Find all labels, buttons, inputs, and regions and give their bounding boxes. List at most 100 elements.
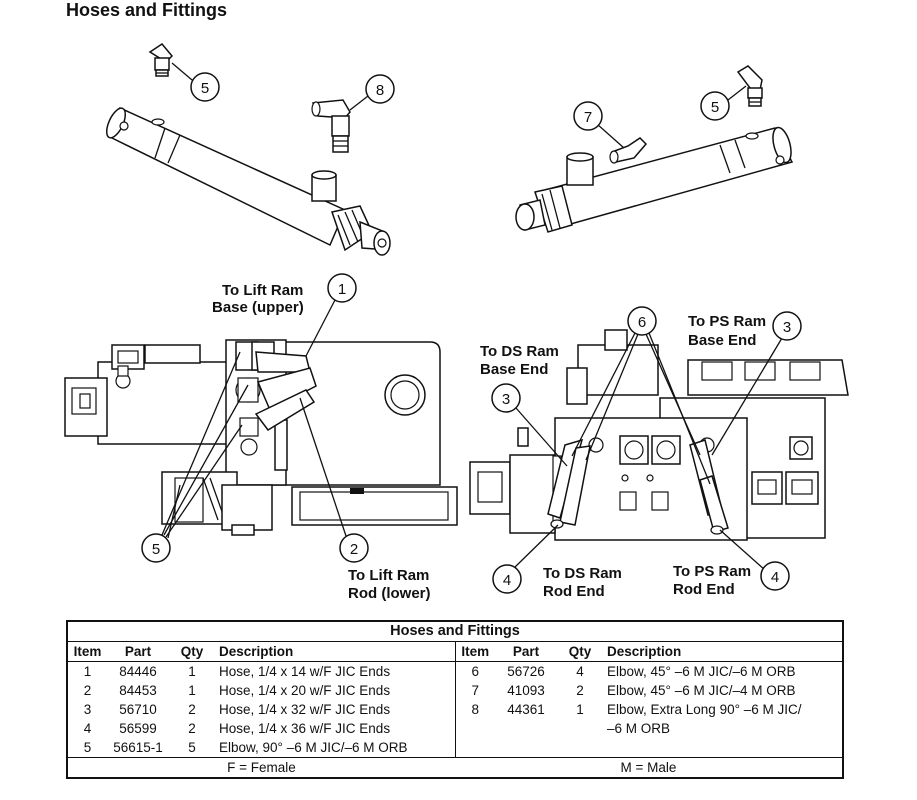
cell-description: Hose, 1/4 x 36 w/F JIC Ends — [219, 721, 391, 736]
cell-item: 5 — [83, 740, 92, 755]
table-row: 1 84446 1 Hose, 1/4 x 14 w/F JIC Ends 6 … — [67, 661, 843, 681]
cell-empty — [454, 738, 495, 758]
cell-qty: 2 — [188, 721, 196, 736]
callout-1: 1 — [305, 273, 357, 357]
footer-male-note: M = Male — [455, 757, 843, 778]
svg-text:To Lift Ram: To Lift Ram — [348, 567, 429, 584]
table-row: 2 84453 1 Hose, 1/4 x 20 w/F JIC Ends 7 … — [67, 681, 843, 700]
cell-qty: 1 — [188, 664, 196, 679]
cell-description: Hose, 1/4 x 20 w/F JIC Ends — [219, 683, 391, 698]
svg-text:Rod End: Rod End — [543, 583, 605, 600]
callout-4-left: 4 — [492, 524, 559, 594]
cell-item: 3 — [83, 702, 92, 717]
header-description: Description — [215, 641, 455, 662]
table-footer-row: F = Female M = Male — [67, 757, 843, 778]
cell-qty: 5 — [188, 740, 196, 755]
svg-text:To PS Ram: To PS Ram — [673, 563, 751, 580]
svg-text:4: 4 — [503, 572, 511, 589]
table-caption: Hoses and Fittings — [67, 621, 843, 642]
svg-text:4: 4 — [771, 569, 779, 586]
parts-table: Hoses and Fittings Item Part Qty Descrip… — [66, 620, 844, 779]
cell-description: Elbow, 90° –6 M JIC/–6 M ORB — [219, 740, 408, 755]
elbow-fitting-5-top-left — [148, 43, 174, 77]
cell-part: 84453 — [119, 683, 157, 698]
svg-text:Base End: Base End — [480, 361, 548, 378]
table-header-row: Item Part Qty Description Item Part Qty … — [67, 641, 843, 662]
steer-cylinder-drawing — [515, 126, 794, 233]
header-item: Item — [67, 641, 107, 662]
callout-8: 8 — [349, 74, 395, 111]
svg-text:To DS Ram: To DS Ram — [480, 343, 559, 360]
svg-text:5: 5 — [711, 99, 719, 116]
cell-item: 2 — [83, 683, 92, 698]
svg-text:To Lift Ram: To Lift Ram — [222, 282, 303, 299]
cell-part: 56615-1 — [113, 740, 163, 755]
elbow-fitting-8 — [311, 99, 351, 153]
callout-5-top-left: 5 — [171, 62, 220, 102]
elbow-fitting-7 — [609, 137, 648, 164]
svg-text:5: 5 — [201, 80, 209, 97]
callout-3-left: 3 — [491, 383, 568, 467]
callout-5-lower-left: 5 — [141, 351, 249, 563]
cell-empty — [557, 738, 603, 758]
cell-item: 1 — [83, 664, 92, 679]
callout-4-right: 4 — [719, 529, 790, 591]
cell-item: 6 — [454, 661, 495, 681]
svg-text:7: 7 — [584, 109, 592, 126]
cell-qty: 4 — [576, 664, 584, 679]
svg-text:To PS Ram: To PS Ram — [688, 313, 766, 330]
label-ds-base: To DS Ram Base End — [480, 343, 559, 378]
cell-item: 8 — [454, 700, 495, 719]
callout-6: 6 — [571, 306, 711, 485]
table-row: 4 56599 2 Hose, 1/4 x 36 w/F JIC Ends –6… — [67, 719, 843, 738]
svg-text:Rod (lower): Rod (lower) — [348, 585, 431, 602]
svg-text:3: 3 — [502, 391, 510, 408]
svg-text:Rod End: Rod End — [673, 581, 735, 598]
cell-empty — [603, 738, 843, 758]
cell-part: 56726 — [507, 664, 545, 679]
cell-description: Elbow, 45° –6 M JIC/–6 M ORB — [607, 664, 796, 679]
cell-part: 44361 — [507, 702, 545, 717]
label-ps-base: To PS Ram Base End — [688, 313, 766, 349]
lift-cylinder-drawing — [105, 106, 391, 256]
header-part: Part — [107, 641, 169, 662]
steer-valve-assembly-drawing — [469, 329, 849, 541]
callout-2: 2 — [299, 397, 369, 563]
header-item: Item — [454, 641, 495, 662]
header-qty: Qty — [557, 641, 603, 662]
cell-description: Hose, 1/4 x 32 w/F JIC Ends — [219, 702, 391, 717]
svg-text:2: 2 — [350, 541, 358, 558]
svg-text:Base End: Base End — [688, 332, 756, 349]
callout-3-right: 3 — [711, 311, 802, 456]
svg-text:6: 6 — [638, 314, 646, 331]
cell-part: 41093 — [507, 683, 545, 698]
table-row: 5 56615-1 5 Elbow, 90° –6 M JIC/–6 M ORB — [67, 738, 843, 758]
callout-5-top-right: 5 — [700, 85, 747, 121]
cell-qty: 1 — [576, 702, 584, 717]
label-lift-base: To Lift Ram Base (upper) — [212, 282, 304, 316]
cell-description: Hose, 1/4 x 14 w/F JIC Ends — [219, 664, 391, 679]
elbow-fitting-5-top-right — [736, 65, 763, 107]
svg-text:8: 8 — [376, 82, 384, 99]
svg-text:Base (upper): Base (upper) — [212, 299, 304, 316]
lift-valve-assembly-drawing — [64, 339, 458, 536]
cell-description-continued: –6 M ORB — [607, 721, 671, 736]
header-part: Part — [495, 641, 557, 662]
cell-qty: 2 — [188, 702, 196, 717]
cell-part: 56599 — [119, 721, 157, 736]
cell-description: Elbow, 45° –6 M JIC/–4 M ORB — [607, 683, 796, 698]
cell-empty — [454, 719, 495, 738]
cell-empty — [557, 719, 603, 738]
cell-part: 56710 — [119, 702, 157, 717]
cell-part: 84446 — [119, 664, 157, 679]
callout-7: 7 — [573, 101, 625, 149]
svg-text:To DS Ram: To DS Ram — [543, 565, 622, 582]
svg-text:1: 1 — [338, 281, 346, 298]
page-title: Hoses and Fittings — [66, 0, 228, 20]
cell-item: 7 — [454, 681, 495, 700]
header-qty: Qty — [169, 641, 215, 662]
parts-diagram: 5 8 7 5 — [64, 43, 849, 602]
svg-text:5: 5 — [152, 541, 160, 558]
svg-text:3: 3 — [783, 319, 791, 336]
cell-empty — [495, 738, 557, 758]
